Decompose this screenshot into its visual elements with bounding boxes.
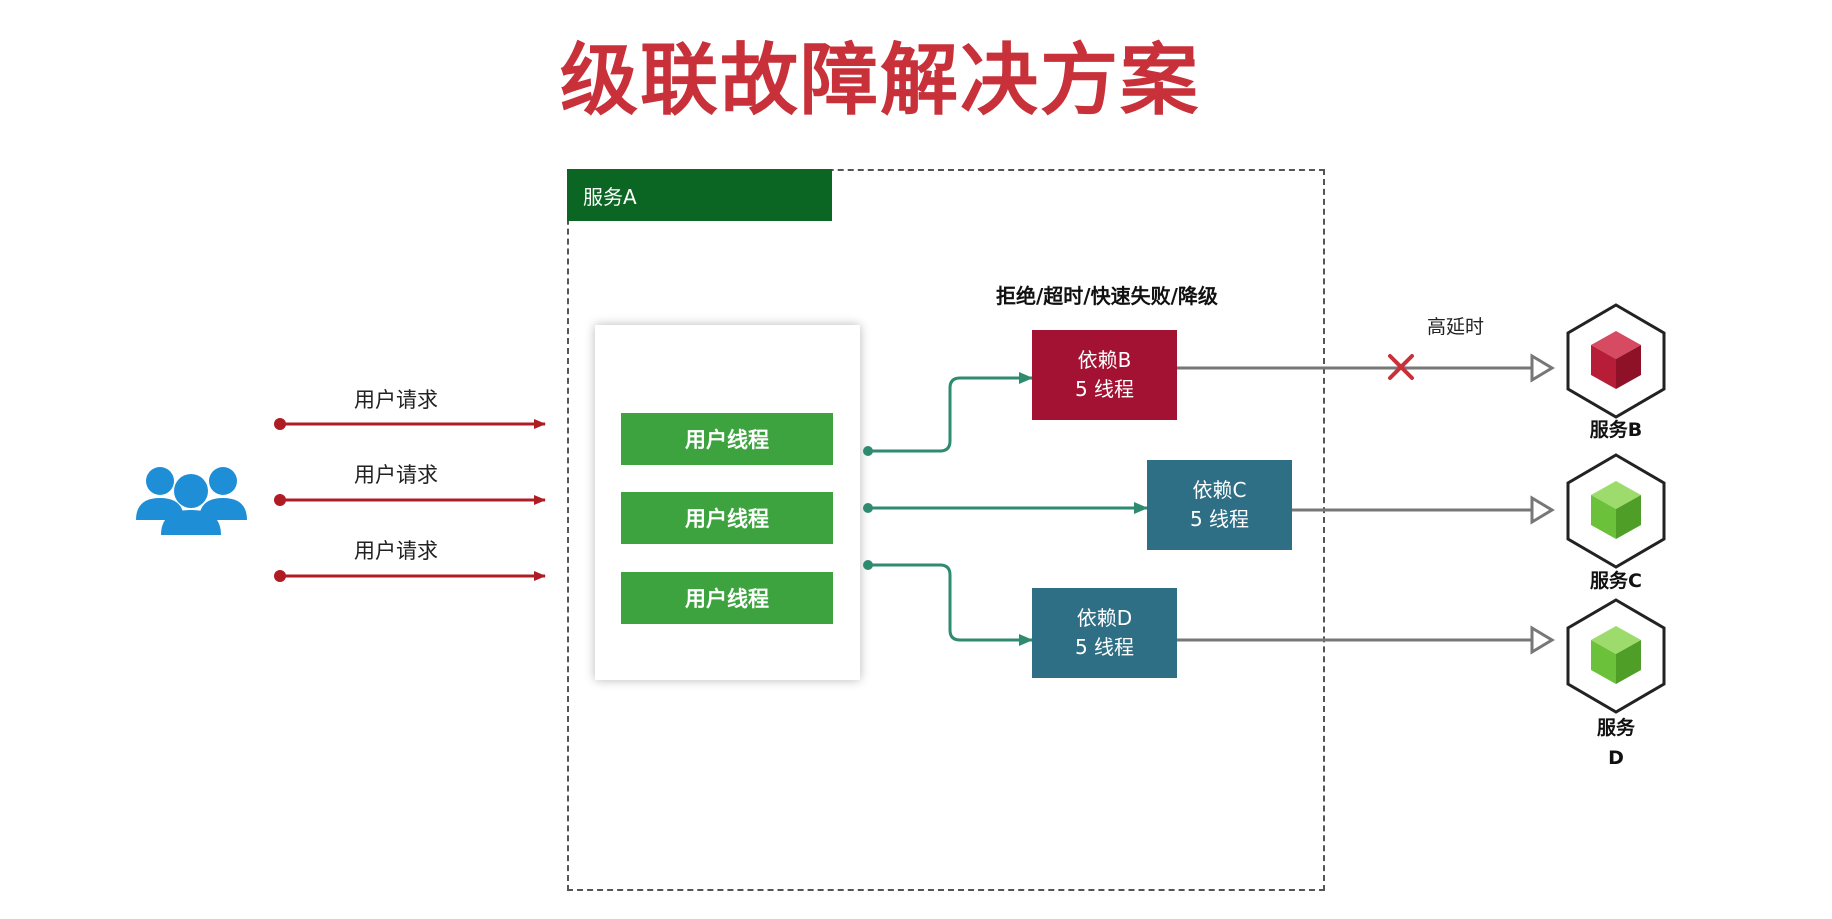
- dependency-c-name: 依赖C: [1192, 478, 1247, 502]
- service-a-header: 服务A: [567, 169, 832, 221]
- service-d-label: 服务 D: [1596, 717, 1635, 769]
- request-arrows: [274, 418, 546, 582]
- dependency-b-name: 依赖B: [1077, 348, 1132, 372]
- service-c-label: 服务C: [1590, 570, 1642, 592]
- dependency-d: 依赖D 5 线程: [1032, 588, 1177, 678]
- user-thread-2: 用户线程: [621, 492, 833, 544]
- service-b-label: 服务B: [1589, 419, 1643, 441]
- dependency-d-name: 依赖D: [1076, 606, 1133, 630]
- request-label-1: 用户请求: [354, 388, 438, 412]
- cross-icon: [1388, 354, 1414, 380]
- request-label-3: 用户请求: [354, 539, 438, 563]
- service-a-container: [567, 169, 1325, 891]
- dependency-b: 依赖B 5 线程: [1032, 330, 1177, 420]
- page-title: 级联故障解决方案: [560, 36, 1201, 126]
- dependency-b-threads: 5 线程: [1074, 377, 1135, 401]
- dependency-c-threads: 5 线程: [1189, 507, 1250, 531]
- dependency-c: 依赖C 5 线程: [1147, 460, 1292, 550]
- dependency-d-threads: 5 线程: [1074, 635, 1135, 659]
- user-thread-3: 用户线程: [621, 572, 833, 624]
- service-d-cube-icon: [1566, 598, 1666, 714]
- flow-arrow-b: [868, 372, 1033, 453]
- flow-arrows: [863, 372, 1148, 646]
- flow-arrow-d: [868, 563, 1033, 646]
- request-label-2: 用户请求: [354, 463, 438, 487]
- user-thread-1: 用户线程: [621, 413, 833, 465]
- strategy-label: 拒绝/超时/快速失败/降级: [996, 284, 1218, 308]
- service-b-cube-icon: [1566, 303, 1666, 419]
- service-c-cube-icon: [1566, 453, 1666, 569]
- service-lines: [1177, 353, 1555, 655]
- latency-label: 高延时: [1427, 316, 1485, 338]
- users-icon: [136, 467, 247, 535]
